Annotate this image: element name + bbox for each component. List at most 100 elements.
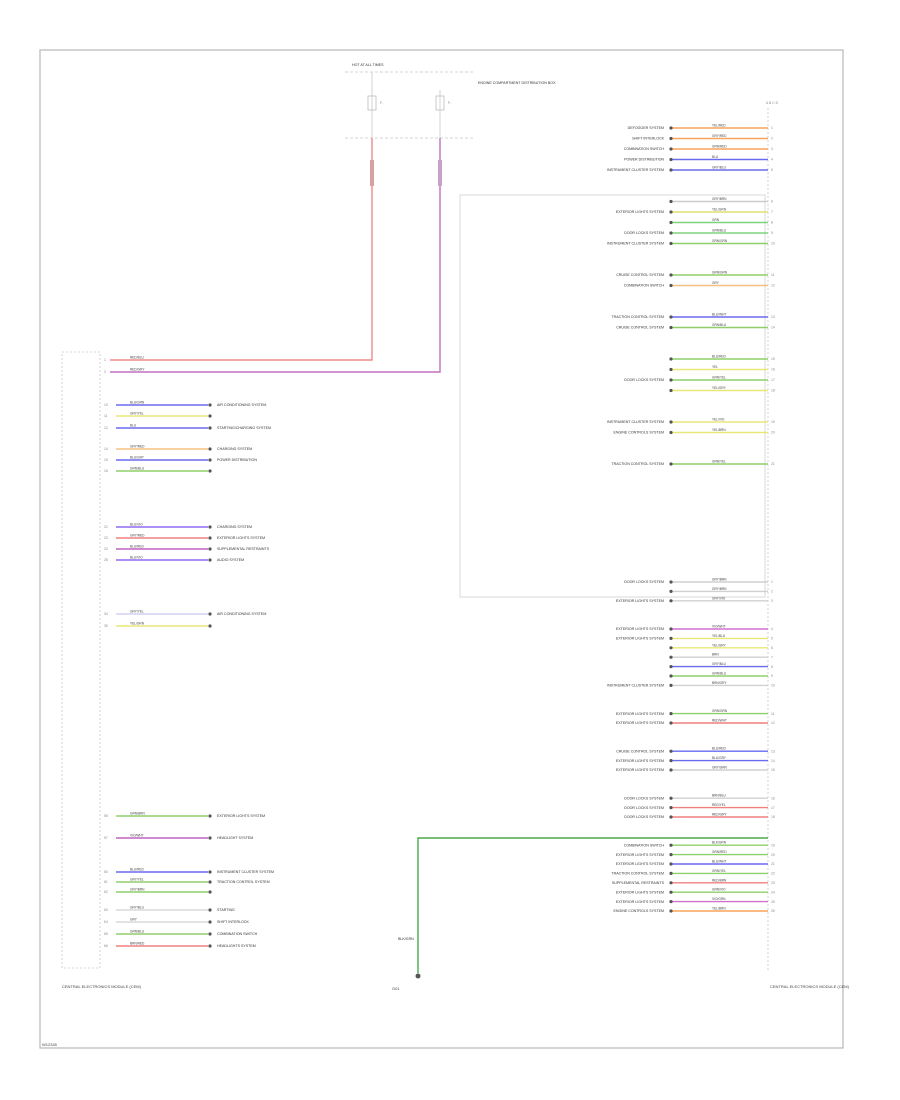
pin-number: 6 [771, 200, 773, 204]
connector-pin-icon [669, 241, 673, 246]
wire-color-code: BRN [712, 653, 719, 657]
wire-color-code: BLU [712, 155, 719, 159]
wire-destination-label: INSTRUMENT CLUSTER SYSTEM [607, 168, 664, 172]
connector-pin-icon [669, 674, 673, 678]
connector-pin-icon [208, 414, 212, 418]
connector-pin-icon [669, 580, 673, 584]
wire-destination-label: EXTERIOR LIGHTS SYSTEM [616, 721, 664, 725]
wire-destination-label: EXTERIOR LIGHTS SYSTEM [616, 759, 664, 763]
wire-color-code: GRN/RED [712, 850, 727, 854]
pin-number: 1 [104, 358, 106, 362]
connector-pin-icon [208, 525, 212, 529]
pin-number: 13 [771, 315, 775, 319]
wire-color-code: GRN/YEL [712, 460, 726, 464]
right-module-header: A B C D [766, 101, 779, 105]
pin-number: 20 [771, 431, 775, 435]
pin-number: 15 [771, 768, 775, 772]
pin-number: 12 [771, 284, 775, 288]
pin-number: 1 [771, 580, 773, 584]
connector-pin-icon [208, 836, 212, 840]
diagram-border [39, 49, 844, 1049]
connector-pin-icon [669, 806, 673, 810]
connector-pin-icon [669, 665, 673, 669]
fuse-header: HOT AT ALL TIMES [352, 63, 384, 67]
connector-pin-icon [208, 932, 212, 936]
pin-number: 24 [104, 547, 108, 551]
wire-color-code: BRN/RED [130, 942, 145, 946]
wire-destination-label: INSTRUMENT CLUSTER SYSTEM [217, 870, 274, 874]
wire-color-code: BLU/RED [712, 355, 727, 359]
wire-destination-label: TRACTION CONTROL SYSTEM [611, 462, 664, 466]
pin-number: 5 [771, 168, 773, 172]
wire-destination-label: EXTERIOR LIGHTS SYSTEM [616, 900, 664, 904]
wire-destination-label: DOOR LOCKS SYSTEM [624, 378, 664, 382]
wire-color-code: YEL/GRY [712, 643, 727, 647]
pin-number: 12 [104, 426, 108, 430]
fuse-box-caption: ENGINE COMPARTMENT DISTRIBUTION BOX [478, 81, 556, 85]
wire-color-code: GRY/BRN [712, 587, 727, 591]
feed-wire-violet [110, 138, 441, 373]
wire-color-code: GRY/YEL [130, 412, 144, 416]
wire-destination-label: TRACTION CONTROL SYSTEM [217, 880, 270, 884]
connector-pin-icon [669, 199, 673, 204]
connector-pin-icon [669, 646, 673, 650]
wire-destination-label: POWER DISTRIBUTION [217, 458, 257, 462]
wire-row: GRY/BRN 1 DOOR LOCKS SYSTEM [624, 578, 773, 585]
connector-pin-icon [208, 612, 212, 616]
pin-number: 23 [771, 881, 775, 885]
wire-color-code: GRY/RED [712, 134, 727, 138]
fuse-block: HOT AT ALL TIMES F- F- ENGINE COMPARTMEN… [345, 63, 556, 139]
connector-pin-icon [208, 908, 212, 912]
wire-destination-label: SHIFT INTERLOCK [632, 137, 664, 141]
connector-pin-icon [669, 367, 673, 372]
wire-color-code: RED/BRN [712, 878, 727, 882]
ground-icon [415, 973, 421, 979]
fuse-left-icon [367, 95, 377, 111]
pin-number: 57 [104, 836, 108, 840]
wire-destination-label: INSTRUMENT CLUSTER SYSTEM [607, 420, 664, 424]
wire-destination-label: EXTERIOR LIGHTS SYSTEM [616, 768, 664, 772]
ground-point: BLK/GRN G01 [392, 837, 768, 991]
pin-number: 23 [104, 536, 108, 540]
wire-color-code: GRY/BRN [712, 578, 727, 582]
connector-pin-icon [669, 157, 673, 162]
wire-color-code: BLU/VIO [130, 556, 143, 560]
wire-destination-label: SUPPLEMENTAL RESTRAINTS [217, 547, 270, 551]
wire-color-code: GRN [712, 218, 720, 222]
wire-destination-label: DOOR LOCKS SYSTEM [624, 580, 664, 584]
connector-pin-icon [669, 627, 673, 631]
wire-color-code: GRY/BRN [130, 888, 145, 892]
wire-color-code: GRY [712, 281, 720, 285]
pin-number: 5 [771, 637, 773, 641]
wire-destination-label: HEADLIGHTS SYSTEM [217, 944, 256, 948]
wire-destination-label: DOOR LOCKS SYSTEM [624, 231, 664, 235]
connector-pin-icon [669, 796, 673, 800]
pin-number: 22 [771, 872, 775, 876]
pin-number: 15 [771, 357, 775, 361]
pin-number: 11 [771, 273, 775, 277]
wire-color-code: BLU/WHT [712, 860, 726, 864]
wire-color-code: GRN/GRN [712, 239, 728, 243]
wire-color-code: BLU/RED [130, 868, 145, 872]
connector-pin-icon [208, 547, 212, 551]
